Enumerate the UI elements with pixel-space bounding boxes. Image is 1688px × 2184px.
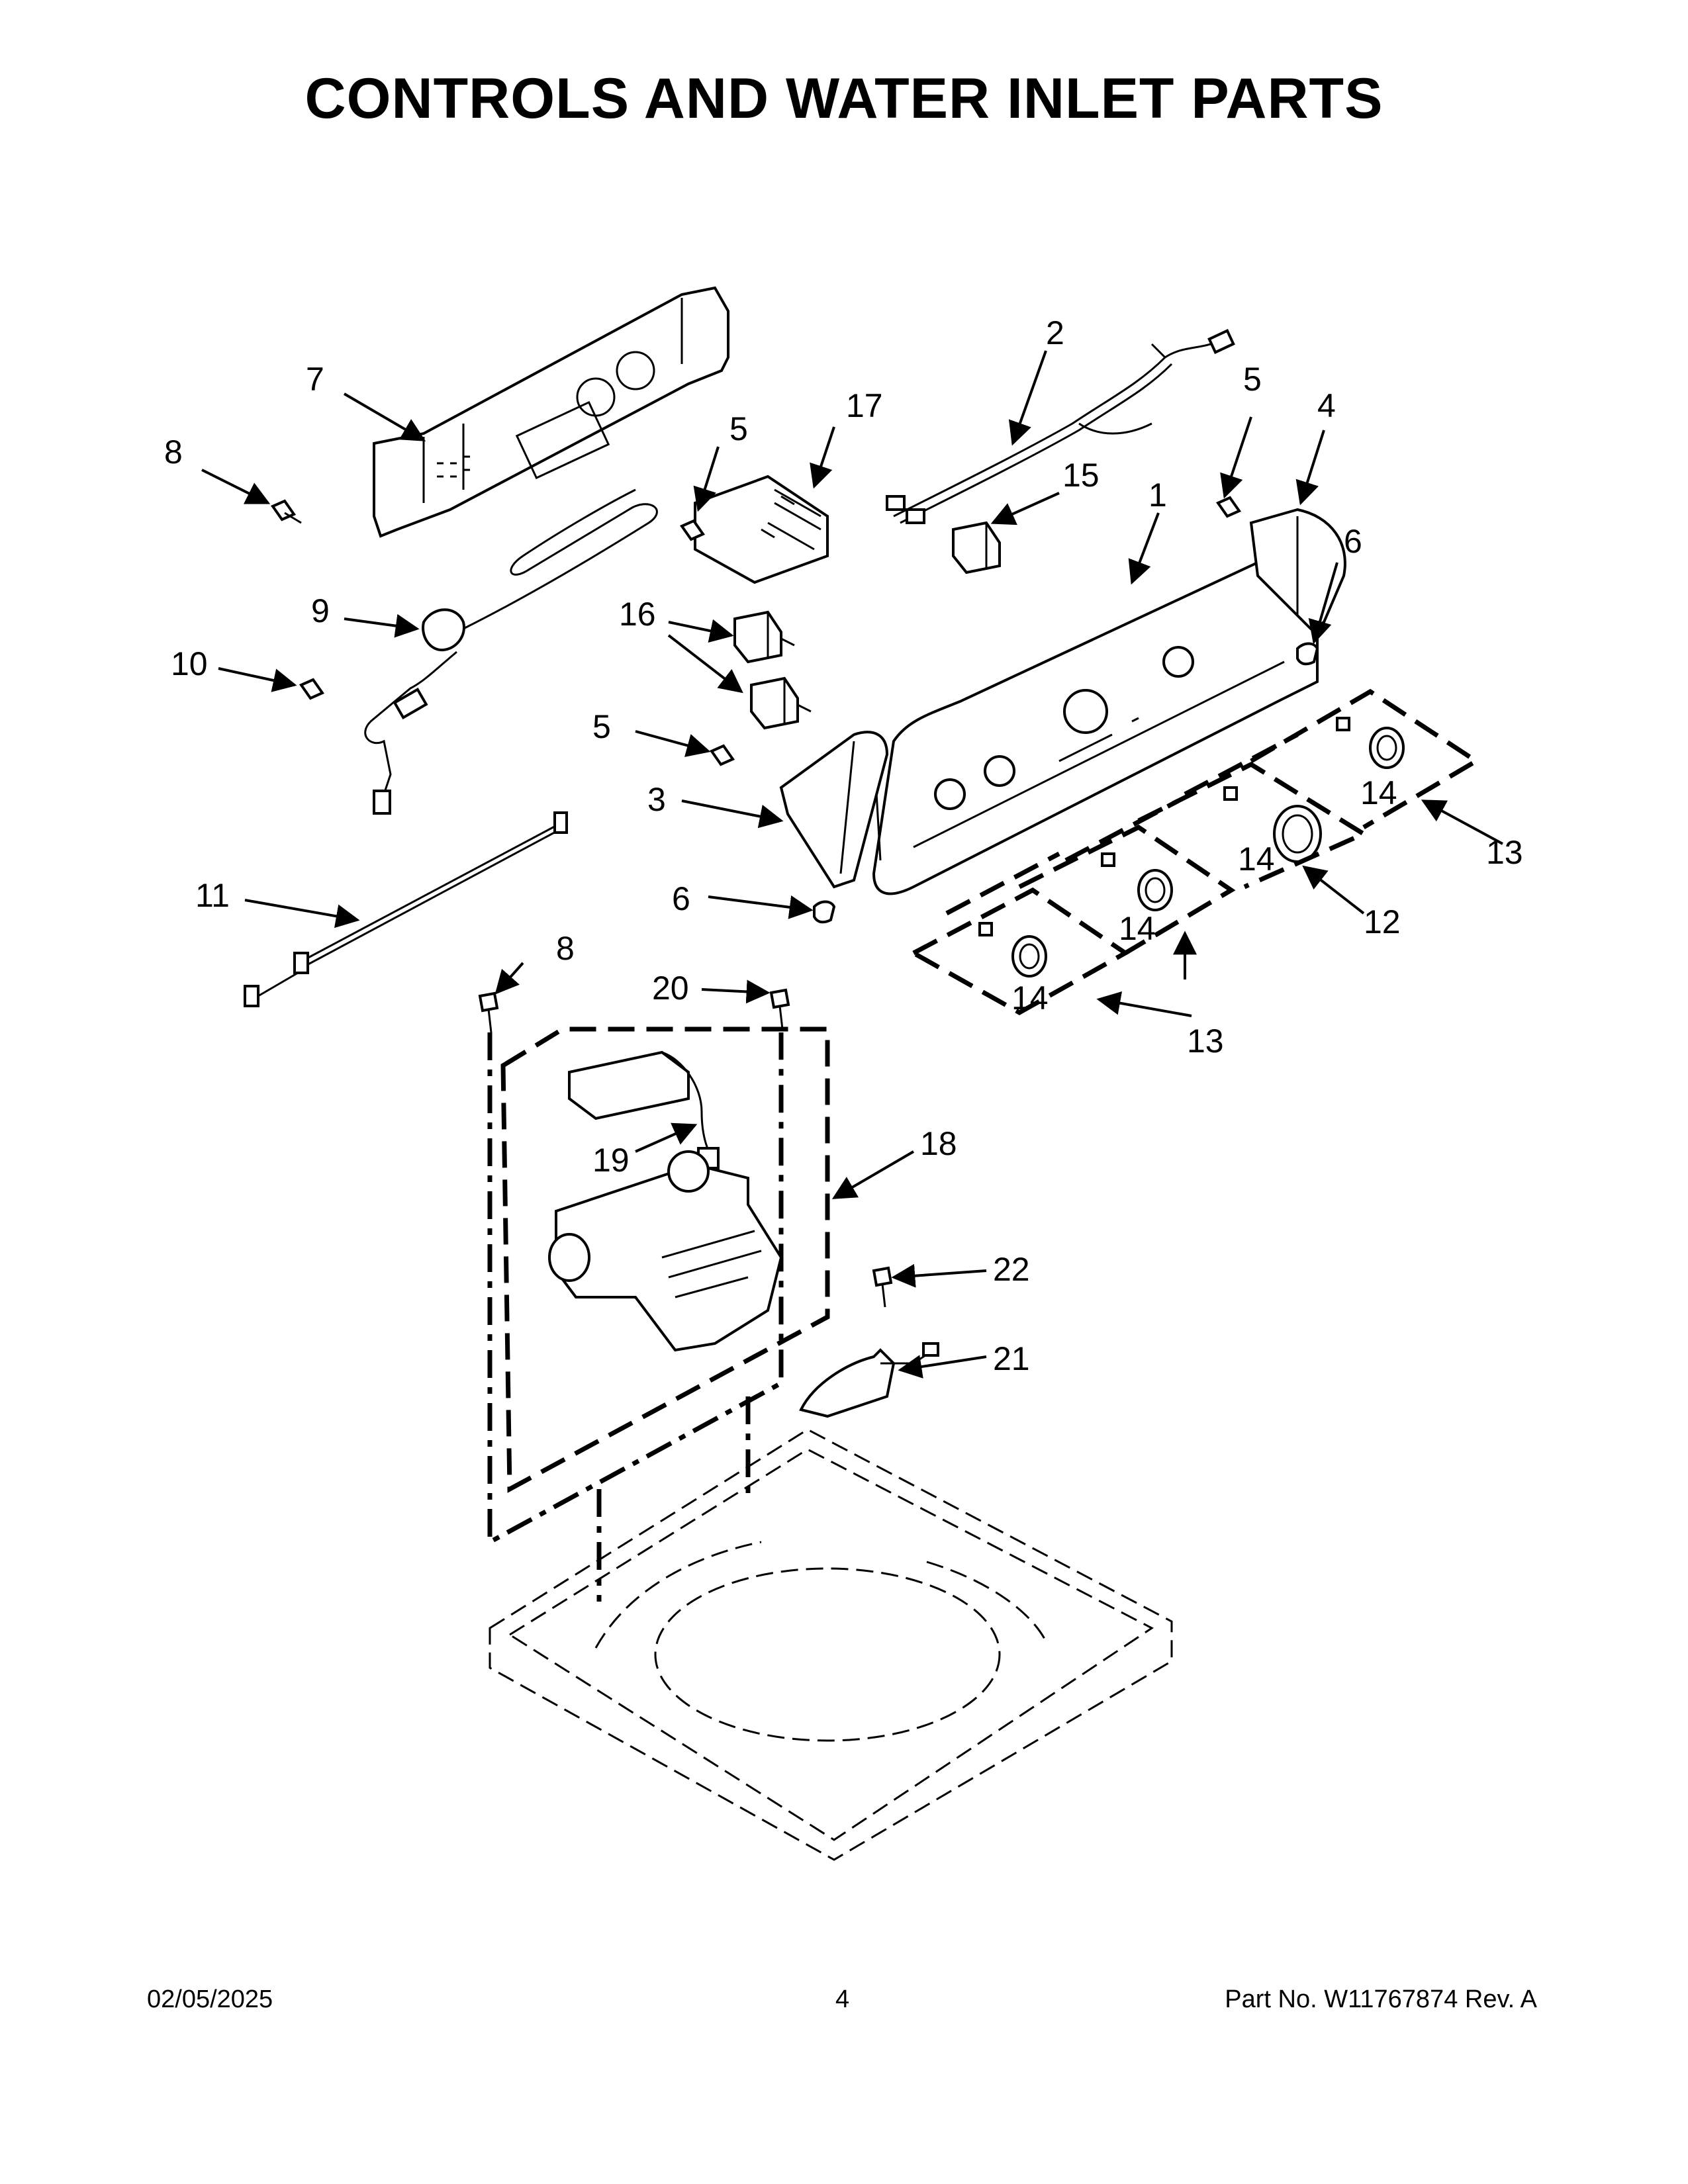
part-17-control-board [679, 475, 829, 584]
callout-14-left: 14 [1011, 979, 1049, 1017]
callout-18: 18 [920, 1125, 957, 1162]
part-14-knob-left [978, 922, 1047, 978]
page-title: CONTROLS AND WATER INLET PARTS [305, 67, 1383, 130]
part-12-knob [1273, 805, 1322, 863]
callout-16: 16 [619, 596, 656, 633]
callout-15: 15 [1062, 457, 1100, 494]
part-15-switch [952, 521, 1001, 574]
callout-9: 9 [311, 592, 330, 629]
callout-3: 3 [647, 781, 666, 818]
callout-5-top-left: 5 [729, 410, 748, 447]
part-9-10-power-cord-harness [299, 488, 658, 815]
callout-4: 4 [1317, 387, 1336, 424]
callout-12: 12 [1364, 903, 1401, 940]
top-cover-outline [489, 1396, 1173, 1861]
callout-22: 22 [993, 1251, 1030, 1288]
part-21-lid-switch [799, 1342, 939, 1418]
callout-19: 19 [592, 1142, 630, 1179]
footer-part-number: Part No. W11767874 Rev. A [1225, 1985, 1537, 2013]
callout-1: 1 [1149, 477, 1167, 514]
callout-20: 20 [652, 970, 689, 1007]
part-11-wire-harness [244, 811, 568, 1007]
part-5-screw-lower [709, 744, 735, 766]
callout-5-top-right: 5 [1243, 361, 1262, 398]
footer-page-number: 4 [835, 1985, 850, 2013]
footer-date: 02/05/2025 [147, 1985, 273, 2013]
part-2-wire-harness [886, 329, 1235, 524]
callout-6-right: 6 [1344, 523, 1362, 560]
callout-labels: 1 2 3 4 5 5 5 6 6 7 8 8 9 10 11 12 13 13… [164, 314, 1523, 1377]
callout-17: 17 [846, 387, 883, 424]
leader-lines [201, 350, 1503, 1379]
part-3-end-cap-left [779, 731, 889, 889]
part-6-clip-left [813, 900, 836, 924]
callout-14-center: 14 [1238, 841, 1275, 878]
part-14-knob-middle [1101, 852, 1173, 911]
callout-7: 7 [306, 361, 324, 398]
callout-11: 11 [195, 877, 230, 914]
callout-2: 2 [1046, 314, 1064, 351]
part-20-screw [769, 988, 790, 1030]
callout-21: 21 [993, 1340, 1030, 1377]
part-16-switch-lower [750, 676, 812, 730]
part-4-end-cap-right [1215, 496, 1346, 631]
part-22-screw [872, 1266, 893, 1308]
part-6-clip-right [1296, 642, 1319, 666]
callout-14-middle: 14 [1119, 910, 1156, 947]
callout-8-bottom: 8 [556, 930, 575, 967]
callout-10: 10 [171, 645, 208, 682]
part-18-water-inlet-box [487, 1026, 830, 1546]
part-19-water-valve [568, 1050, 720, 1169]
part-13-knob-kit-outline [908, 688, 1481, 1016]
part-7-rear-console-panel [373, 286, 729, 538]
callout-5-lower: 5 [592, 708, 611, 745]
part-16-switch-upper [733, 610, 795, 664]
part-18-inlet-housing [548, 1150, 783, 1352]
part-14-knob-right [1336, 717, 1405, 769]
callout-14-right: 14 [1360, 774, 1397, 811]
part-14-knob-center [1223, 786, 1238, 801]
part-8-screw-bottom [478, 991, 499, 1033]
callout-13-bottom: 13 [1187, 1023, 1224, 1060]
callout-13-right: 13 [1486, 834, 1523, 871]
callout-6-left: 6 [672, 880, 690, 917]
callout-8-top: 8 [164, 433, 183, 471]
part-8-screw-top [270, 499, 302, 524]
